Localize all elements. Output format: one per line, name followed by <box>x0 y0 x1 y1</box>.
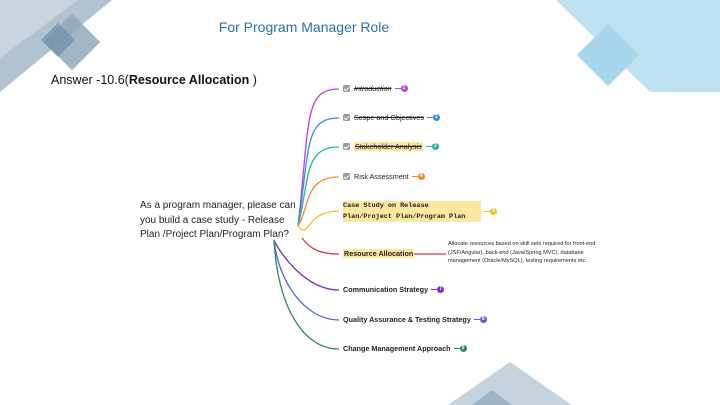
branch-node-8[interactable]: Quality Assurance & Testing Strategy 8 <box>343 315 487 324</box>
number-badge-icon: 4 <box>417 173 425 180</box>
answer-topic: Resource Allocation <box>128 73 253 87</box>
checkbox-icon[interactable] <box>343 85 350 92</box>
branch-node-6[interactable]: Resource Allocation <box>343 249 415 258</box>
badge-connector <box>425 145 432 148</box>
connector-4 <box>297 176 340 227</box>
branch-node-7[interactable]: Communication Strategy 7 <box>343 285 445 294</box>
connector-5 <box>297 210 340 231</box>
root-prompt: As a program manager, please can you bui… <box>140 200 296 240</box>
resource-allocation-note: Allocate resources based on skill sets r… <box>448 241 596 265</box>
branch-node-4[interactable]: Risk Assessment 4 <box>343 172 425 181</box>
badge-connector <box>394 87 401 90</box>
answer-prefix: Answer -10.6( <box>51 73 129 87</box>
connector-3 <box>297 146 340 227</box>
answer-heading: Answer -10.6(Resource Allocation ) <box>51 73 257 87</box>
branch-node-3[interactable]: Stakeholder Analysis 3 <box>343 142 439 151</box>
answer-suffix: ) <box>252 73 257 87</box>
branch-label: Stakeholder Analysis <box>354 142 423 151</box>
badge-connector <box>431 288 438 291</box>
branch-node-1[interactable]: Introduction 1 <box>343 84 408 93</box>
number-badge-icon: 7 <box>437 286 445 293</box>
branch-node-9[interactable]: Change Management Approach 9 <box>343 344 467 353</box>
checkbox-icon[interactable] <box>343 143 350 150</box>
badge-connector <box>453 347 460 350</box>
slide-title: For Program Manager Role <box>218 19 390 35</box>
branch-label: Change Management Approach <box>343 344 451 353</box>
checkbox-icon[interactable] <box>343 173 350 180</box>
connector-1 <box>297 88 340 227</box>
branch-label: Communication Strategy <box>343 285 429 294</box>
badge-connector <box>411 175 418 178</box>
number-badge-icon: 1 <box>400 85 408 92</box>
branch-label: Quality Assurance & Testing Strategy <box>343 315 471 324</box>
number-badge-icon: 8 <box>479 316 487 323</box>
branch-label: Risk Assessment <box>354 172 409 181</box>
badge-connector <box>484 210 490 213</box>
connector-9 <box>273 239 340 350</box>
number-badge-icon: 2 <box>432 114 440 121</box>
branch-label: Resource Allocation <box>343 249 415 258</box>
branch-label: Scope and Objectives <box>354 113 424 122</box>
branch-node-2[interactable]: Scope and Objectives 2 <box>343 113 440 122</box>
connector-2 <box>297 117 340 227</box>
connector-6 <box>301 237 340 255</box>
branch-label: Case Study on Release Plan/Project Plan/… <box>343 201 481 223</box>
connector-7 <box>273 239 340 291</box>
connector-8 <box>273 239 340 321</box>
number-badge-icon: 9 <box>459 345 467 352</box>
number-badge-icon: 3 <box>431 143 439 150</box>
badge-connector <box>473 318 480 321</box>
branch-node-5[interactable]: Case Study on Release Plan/Project Plan/… <box>343 201 497 223</box>
branch-label: Introduction <box>354 84 392 93</box>
number-badge-icon: 5 <box>490 208 497 216</box>
badge-connector <box>426 116 433 119</box>
checkbox-icon[interactable] <box>343 114 350 121</box>
